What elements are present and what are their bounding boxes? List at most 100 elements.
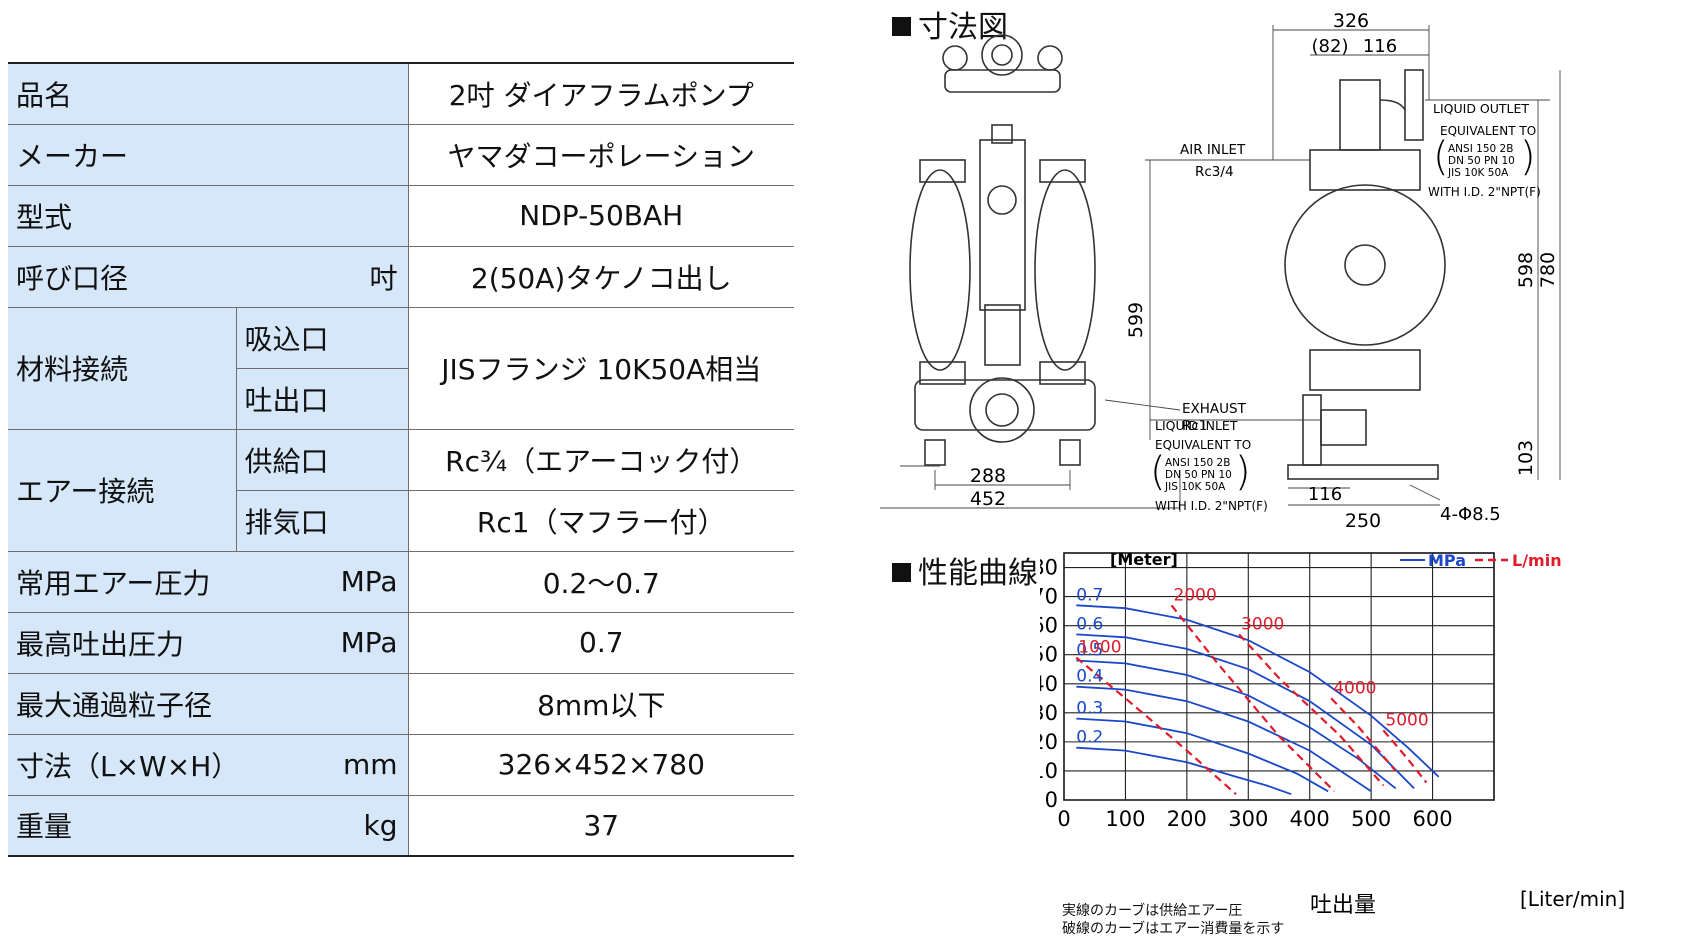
note-dashed: 破線のカーブはエアー消費量を示す: [1062, 921, 1285, 937]
side-outlet-pipe: [1339, 79, 1381, 151]
chart-series: [1075, 604, 1440, 796]
series-mpa-0.7: [1076, 604, 1440, 778]
dim-82: (82): [1312, 36, 1349, 57]
spec-label: 型式: [16, 200, 73, 234]
front-muffler: [984, 304, 1021, 366]
y-tick-label: 10: [1040, 759, 1058, 783]
label-inlet-with-id: WITH I.D. 2"NPT(F): [1155, 499, 1268, 513]
y-tick-label: 20: [1040, 730, 1058, 754]
x-tick-label: 200: [1167, 807, 1207, 831]
chart-grid: 010020030040050060001020304050607080: [1040, 552, 1495, 831]
label-inlet-std-1: ANSI 150 2B: [1165, 457, 1230, 469]
series-label: 4000: [1333, 678, 1376, 698]
side-top-block: [1309, 149, 1421, 191]
series-label: 0.6: [1076, 614, 1103, 634]
front-inlet-bore: [985, 393, 1019, 427]
spec-sublabel: 排気口: [235, 489, 409, 552]
front-air-valve-body: [979, 139, 1026, 311]
spec-value: 37: [407, 794, 795, 857]
series-lmin-1000: [1075, 656, 1237, 796]
spec-row: 型式 NDP-50BAH: [8, 184, 795, 247]
spec-label-wrap: 品名: [16, 74, 400, 114]
front-suction-manifold: [914, 379, 1096, 431]
dim-116-bottom: 116: [1308, 484, 1342, 505]
performance-title-text: 性能曲線: [918, 556, 1038, 591]
x-tick-label: 600: [1413, 807, 1453, 831]
spec-label-cell: 型式: [8, 184, 409, 247]
dim-599: 599: [1125, 302, 1147, 338]
chart-legend: MPa L/min: [1400, 551, 1562, 570]
side-base-plate: [1287, 464, 1439, 480]
spec-label: 呼び口径: [16, 261, 129, 295]
legend-lmin-label: L/min: [1512, 551, 1562, 570]
y-tick-label: 0: [1045, 788, 1058, 812]
chart-yunit: [Meter]: [1110, 550, 1178, 569]
paren-outlet-left: (: [1433, 134, 1449, 180]
front-clamp-right-bottom: [1039, 361, 1086, 385]
spec-label-cell: 最大通過粒子径: [8, 672, 409, 735]
spec-label-wrap: 最大通過粒子径: [16, 684, 400, 724]
series-label: 0.5: [1076, 641, 1103, 661]
side-inlet-flange: [1302, 394, 1322, 466]
spec-label-wrap: メーカー: [16, 135, 400, 175]
spec-label: エアー接続: [8, 428, 236, 552]
front-clamp-right-top: [1039, 159, 1086, 183]
series-lmin-5000: [1382, 729, 1428, 784]
front-lift-eye-right: [1037, 45, 1063, 71]
spec-value: 8mm以下: [407, 672, 795, 735]
legend-mpa-label: MPa: [1428, 551, 1466, 570]
side-outlet-flange: [1404, 69, 1424, 141]
dimension-drawing: 288 452 EXHAUST Rc1 326 (82) 116 AIR INL…: [880, 10, 1561, 532]
spec-label-wrap: 型式: [16, 196, 400, 236]
y-tick-label: 70: [1040, 585, 1058, 609]
side-dimension-lines: [1145, 25, 1561, 506]
front-clamp-left-top: [919, 159, 966, 183]
y-tick-label: 50: [1040, 643, 1058, 667]
spec-value: 0.2～0.7: [407, 550, 795, 613]
spec-sublabel: 供給口: [235, 428, 409, 491]
front-air-cock: [991, 124, 1013, 144]
spec-label-cell: 寸法（L×W×H）mm: [8, 733, 409, 796]
spec-value: Rc1（マフラー付）: [407, 489, 795, 552]
spec-value: 0.7: [407, 611, 795, 674]
spec-sublabel: 吸込口: [235, 306, 409, 369]
series-label: 0.2: [1076, 728, 1103, 748]
label-outlet-std-3: JIS 10K 50A: [1447, 167, 1509, 179]
side-view: [1284, 69, 1446, 480]
label-air-inlet-size: Rc3/4: [1195, 164, 1234, 180]
spec-sublabel: 吐出口: [235, 367, 409, 430]
label-liquid-inlet: LIQUID INLET: [1155, 418, 1238, 433]
label-liquid-outlet: LIQUID OUTLET: [1433, 101, 1529, 116]
label-exhaust-size: Rc1: [1182, 418, 1207, 434]
dim-598: 598: [1515, 252, 1537, 288]
spec-label-wrap: 呼び口径吋: [16, 257, 400, 297]
note-solid: 実線のカーブは供給エアー圧: [1062, 903, 1243, 919]
x-tick-label: 500: [1351, 807, 1391, 831]
dim-452: 452: [970, 488, 1006, 510]
front-chamber-right: [1034, 169, 1096, 371]
spec-value: NDP-50BAH: [407, 184, 795, 247]
front-lift-eye-left: [942, 45, 968, 71]
spec-label: 品名: [16, 78, 73, 112]
dim-326: 326: [1333, 10, 1369, 32]
spec-label-cell: 品名: [8, 62, 409, 125]
spec-value: 2(50A)タケノコ出し: [407, 245, 795, 308]
series-mpa-0.3: [1076, 717, 1329, 793]
spec-unit: kg: [363, 808, 398, 842]
label-inlet-equiv: EQUIVALENT TO: [1155, 438, 1251, 452]
series-lmin-4000: [1330, 697, 1397, 772]
